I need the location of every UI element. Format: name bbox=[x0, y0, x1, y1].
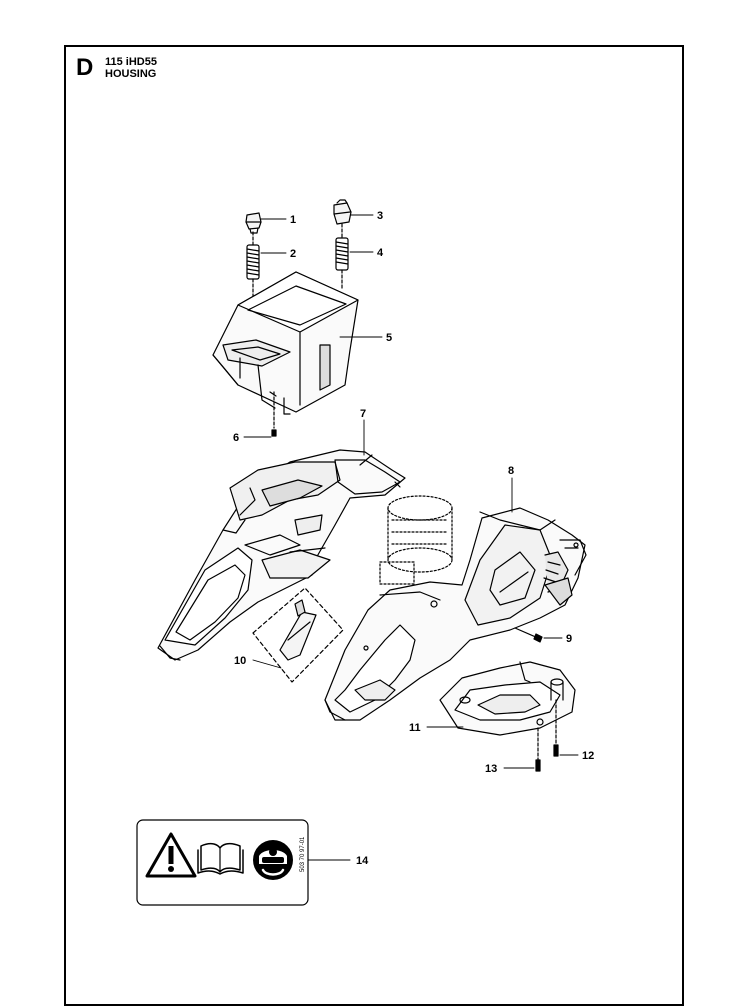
warning-triangle-icon bbox=[145, 832, 197, 878]
part-10-trigger-assembly bbox=[252, 587, 344, 683]
part-9-screw bbox=[514, 627, 543, 643]
part-4-spring bbox=[335, 223, 349, 291]
callout-3: 3 bbox=[377, 210, 383, 222]
part-2-spring bbox=[246, 231, 260, 301]
section-letter: D bbox=[76, 54, 94, 81]
part-6-screw bbox=[271, 391, 277, 437]
part-3-button bbox=[333, 199, 352, 225]
part-1-button bbox=[245, 212, 262, 234]
part-13-screw bbox=[535, 727, 541, 772]
callout-11: 11 bbox=[409, 722, 421, 734]
part-8-cover bbox=[324, 507, 587, 721]
diagram-frame bbox=[64, 45, 684, 1006]
manual-book-icon bbox=[197, 842, 244, 875]
eye-protection-icon bbox=[253, 840, 293, 880]
callout-4: 4 bbox=[377, 247, 384, 259]
callout-12: 12 bbox=[582, 750, 594, 762]
part-11-lower-cover bbox=[439, 661, 576, 736]
callout-6: 6 bbox=[233, 432, 239, 444]
part-14-warning-label: 503 70 97-01 bbox=[136, 819, 309, 906]
label-part-code: 503 70 97-01 bbox=[300, 836, 306, 872]
callout-7: 7 bbox=[360, 408, 366, 420]
leader-lines bbox=[243, 214, 579, 861]
callout-5: 5 bbox=[386, 332, 392, 344]
part-7-housing-half bbox=[157, 449, 406, 661]
section-title: 115 iHD55 HOUSING bbox=[105, 56, 157, 80]
callout-numbers: 1 2 3 4 5 6 7 8 9 10 11 12 13 14 bbox=[233, 210, 594, 867]
callout-8: 8 bbox=[508, 465, 514, 477]
callout-10: 10 bbox=[234, 655, 246, 667]
callout-1: 1 bbox=[290, 214, 296, 226]
motor-outline bbox=[379, 495, 453, 585]
part-5-battery-compartment bbox=[212, 271, 359, 415]
model-name: 115 iHD55 bbox=[105, 56, 157, 68]
callout-9: 9 bbox=[566, 633, 572, 645]
callout-14: 14 bbox=[356, 855, 369, 867]
part-12-screw bbox=[553, 699, 559, 757]
callout-2: 2 bbox=[290, 248, 296, 260]
callout-13: 13 bbox=[485, 763, 497, 775]
section-name: HOUSING bbox=[105, 68, 157, 80]
